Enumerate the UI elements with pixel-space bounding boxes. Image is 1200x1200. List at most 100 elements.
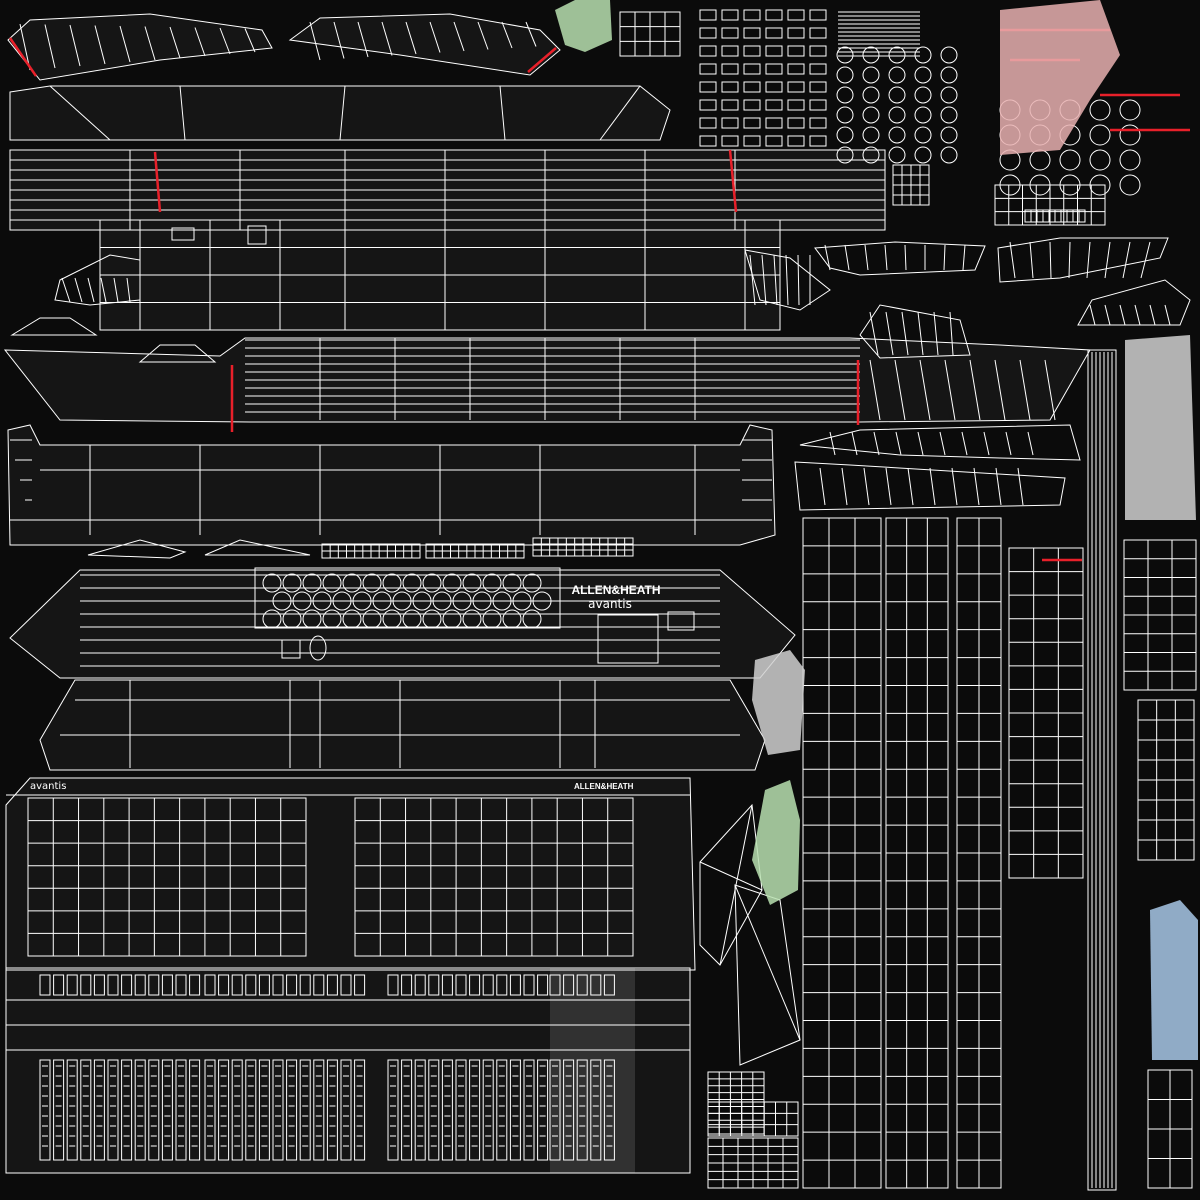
fader-top-cap [134, 974, 146, 996]
fader-top-cap [218, 974, 230, 996]
detail-block [699, 117, 717, 129]
connector-cutout [281, 639, 301, 659]
detail-block [787, 117, 805, 129]
knob-outline [392, 591, 412, 611]
detail-round [862, 146, 880, 164]
uv-wire-segment [87, 277, 95, 303]
detail-block [765, 63, 783, 75]
fader-top-cap [258, 974, 270, 996]
uv-island-shell [290, 14, 560, 75]
fader-slot [175, 1059, 187, 1161]
detail-block [743, 81, 761, 93]
fader-slot [231, 1059, 243, 1161]
patch-green-mid [752, 780, 800, 905]
detail-round [914, 146, 932, 164]
wedge-small [87, 539, 187, 559]
uv-color-patches [550, 0, 1198, 1173]
wedge-mid [138, 344, 217, 363]
uv-wire-segment [917, 311, 924, 356]
detail-block [765, 117, 783, 129]
fader-top-cap [563, 974, 575, 996]
fader-top-cap [93, 974, 105, 996]
knob-outline [452, 591, 472, 611]
uv-wire-segment [994, 359, 1006, 421]
detail-block [765, 9, 783, 21]
detail-round [940, 86, 958, 104]
knob-outline [312, 591, 332, 611]
knob-outline [502, 573, 522, 593]
uv-island-shell [10, 86, 670, 140]
detail-block [787, 81, 805, 93]
detail-block [765, 81, 783, 93]
detail-round [940, 46, 958, 64]
uv-wire-segment [824, 244, 831, 271]
uv-wire-segment [113, 277, 119, 303]
detail-block [699, 63, 717, 75]
fader-top-cap [204, 974, 216, 996]
detail-round [836, 86, 854, 104]
fader-slot [549, 1059, 561, 1161]
uv-wire-segment [1089, 304, 1096, 326]
uv-wire-segment [851, 431, 858, 456]
uv-wire-segment [501, 21, 513, 49]
uv-wire-segment [773, 254, 778, 306]
uv-wire-segment [1104, 304, 1111, 326]
uv-wire-segment [74, 277, 83, 303]
fader-slot [80, 1059, 92, 1161]
fader-slot [563, 1059, 575, 1161]
detail-round [888, 146, 906, 164]
detail-block [721, 117, 739, 129]
detail-block [721, 81, 739, 93]
patch-red-block [1000, 0, 1120, 155]
uv-wire-segment [785, 254, 789, 306]
uv-wire-segment [943, 244, 946, 271]
fader-top-cap [53, 974, 65, 996]
fader-top-cap [603, 974, 615, 996]
fader-top-cap [414, 974, 426, 996]
detail-block [787, 135, 805, 147]
uv-wire-segment [863, 467, 870, 506]
uv-wire-segment [169, 26, 181, 59]
uv-wire-segment [961, 431, 968, 456]
detail-round [862, 66, 880, 84]
knob-outline [322, 573, 342, 593]
fader-top-cap [231, 974, 243, 996]
uv-highlight-area [550, 968, 635, 1173]
detail-round [888, 126, 906, 144]
detail-block [809, 135, 827, 147]
knob-outline [492, 591, 512, 611]
uv-wire-segment [951, 467, 958, 506]
console-top-deck [5, 777, 696, 971]
knob-area [254, 567, 561, 629]
uv-wire-segment [995, 467, 1002, 506]
uv-island-shell [6, 778, 695, 970]
detail-round [940, 106, 958, 124]
fader-top-cap [496, 974, 508, 996]
fader-top-cap [523, 974, 535, 996]
uv-wire-segment [1122, 241, 1131, 279]
screen-right [354, 797, 634, 957]
detail-block [699, 135, 717, 147]
fader-slot [340, 1059, 352, 1161]
detail-block [765, 45, 783, 57]
detail-round-large [1059, 149, 1081, 171]
uv-wire-segment [1164, 304, 1171, 326]
detail-block [699, 45, 717, 57]
fader-slot [286, 1059, 298, 1161]
armrest-end-3 [1077, 279, 1191, 326]
uv-wire-segment [477, 21, 489, 50]
uv-wire-segment [869, 311, 879, 356]
uv-wire-segment [749, 254, 756, 306]
uv-wire-segment [901, 311, 909, 356]
fader-top-cap [576, 974, 588, 996]
uv-wire-segment [1119, 304, 1126, 326]
patch-grey-right [1125, 335, 1196, 520]
detail-round [940, 146, 958, 164]
knob-outline [412, 591, 432, 611]
fader-top-cap [537, 974, 549, 996]
fader-slot [161, 1059, 173, 1161]
detail-round [862, 126, 880, 144]
armrest-end-4 [859, 304, 971, 359]
uv-wire-segment [1029, 241, 1034, 279]
